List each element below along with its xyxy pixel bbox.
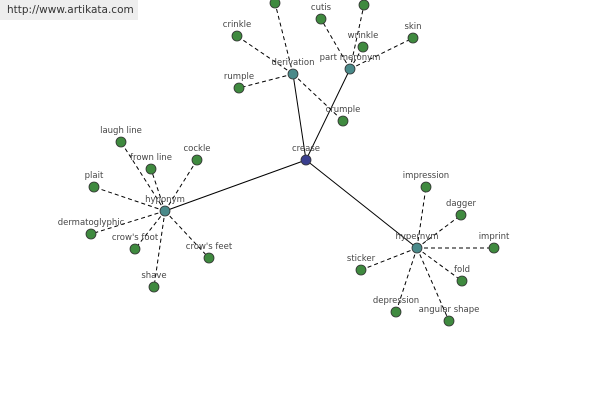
edge-hyponym-cockle — [164, 159, 198, 212]
edge-part-meronym-skin — [349, 37, 414, 70]
label-hypernym: hypernym — [395, 232, 438, 242]
node-skin[interactable] — [407, 32, 419, 44]
edge-crease-part-meronym — [305, 68, 351, 161]
label-plait: plait — [85, 171, 104, 181]
label-angular-shape: angular shape — [419, 305, 480, 315]
node-crow-s-feet[interactable] — [203, 252, 215, 264]
node-imprint[interactable] — [488, 242, 500, 254]
node-crumple[interactable] — [337, 115, 349, 127]
node-dermatoglyphic[interactable] — [85, 228, 97, 240]
label-skin: skin — [404, 22, 421, 32]
label-depression: depression — [373, 296, 419, 306]
node-sticker[interactable] — [355, 264, 367, 276]
edge-part-meronym-leaf-0 — [349, 4, 365, 70]
label-imprint: imprint — [479, 232, 510, 242]
node-cutis[interactable] — [315, 13, 327, 25]
watermark: http://www.artikata.com — [0, 0, 138, 20]
edge-derivation-crumple — [292, 73, 344, 122]
label-wrinkle: wrinkle — [348, 31, 379, 41]
label-crow-s-foot: crow's foot — [112, 233, 159, 243]
node-frown-line[interactable] — [145, 163, 157, 175]
node-cockle[interactable] — [191, 154, 203, 166]
node-wrinkle[interactable] — [357, 41, 369, 53]
edge-derivation-leaf-0 — [274, 2, 294, 75]
edge-hypernym-fold — [416, 247, 463, 282]
label-rumple: rumple — [224, 72, 254, 82]
node-crease[interactable] — [300, 154, 312, 166]
edge-hyponym-plait — [93, 186, 166, 212]
edge-hypernym-sticker — [360, 247, 418, 271]
edge-hyponym-crow-s-feet — [164, 210, 210, 259]
node-hyponym[interactable] — [159, 205, 171, 217]
node-part-meronym-leaf-0[interactable] — [358, 0, 370, 11]
label-crumple: crumple — [326, 105, 361, 115]
node-fold[interactable] — [456, 275, 468, 287]
label-crow-s-feet: crow's feet — [186, 242, 233, 252]
label-crinkle: crinkle — [223, 20, 251, 30]
edge-crease-derivation — [292, 73, 307, 161]
watermark-text: http://www.artikata.com — [7, 4, 134, 16]
label-cockle: cockle — [183, 144, 210, 154]
edge-hypernym-impression — [416, 186, 427, 249]
node-shave[interactable] — [148, 281, 160, 293]
node-rumple[interactable] — [233, 82, 245, 94]
node-laugh-line[interactable] — [115, 136, 127, 148]
edge-part-meronym-cutis — [320, 18, 351, 70]
edge-derivation-rumple — [238, 73, 294, 89]
edge-hyponym-shave — [153, 210, 166, 288]
label-shave: shave — [141, 271, 166, 281]
label-hyponym: hyponym — [145, 195, 185, 205]
label-dagger: dagger — [446, 199, 477, 209]
node-plait[interactable] — [88, 181, 100, 193]
label-fold: fold — [454, 265, 470, 275]
node-derivation-leaf-0[interactable] — [269, 0, 281, 9]
edge-derivation-crinkle — [236, 35, 294, 75]
node-impression[interactable] — [420, 181, 432, 193]
node-derivation[interactable] — [287, 68, 299, 80]
label-crease: crease — [292, 144, 320, 154]
node-hypernym[interactable] — [411, 242, 423, 254]
label-derivation: derivation — [271, 58, 314, 68]
node-part-meronym[interactable] — [344, 63, 356, 75]
edge-crease-hypernym — [305, 159, 418, 249]
node-angular-shape[interactable] — [443, 315, 455, 327]
edge-hyponym-crow-s-foot — [134, 210, 166, 250]
edge-hyponym-dermatoglyphic — [90, 210, 166, 235]
node-depression[interactable] — [390, 306, 402, 318]
label-sticker: sticker — [347, 254, 376, 264]
node-crow-s-foot[interactable] — [129, 243, 141, 255]
edge-hypernym-angular-shape — [416, 247, 450, 322]
label-part-meronym: part meronym — [320, 53, 381, 63]
label-laugh-line: laugh line — [100, 126, 142, 136]
node-dagger[interactable] — [455, 209, 467, 221]
label-dermatoglyphic: dermatoglyphic — [58, 218, 125, 228]
label-frown-line: frown line — [130, 153, 172, 163]
node-crinkle[interactable] — [231, 30, 243, 42]
edge-hypernym-dagger — [416, 214, 462, 249]
edge-hypernym-depression — [395, 247, 418, 313]
edge-hyponym-frown-line — [150, 168, 166, 212]
label-impression: impression — [403, 171, 449, 181]
edge-crease-hyponym — [164, 159, 307, 212]
label-cutis: cutis — [311, 3, 332, 13]
